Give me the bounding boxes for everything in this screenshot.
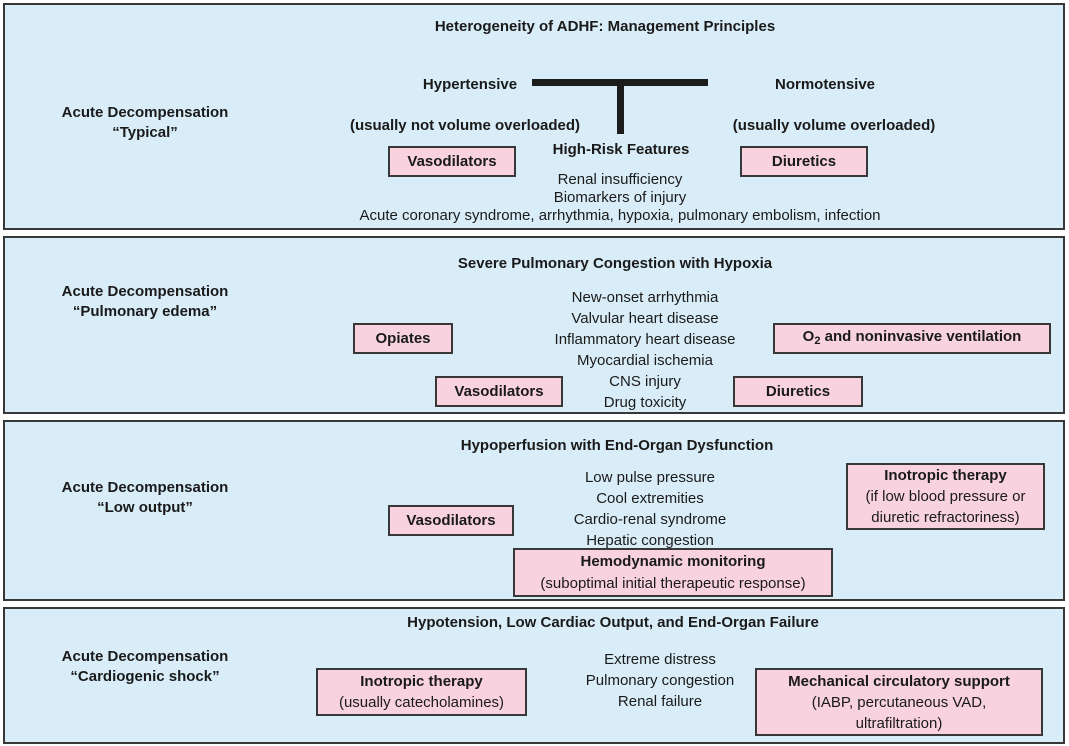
high-risk-list: Renal insufficiency Biomarkers of injury… [170,171,1069,225]
normotensive-label: Normotensive [774,76,876,93]
oxygen-ventilation-box: O2 and noninvasive ventilation [773,323,1051,354]
diuretics-box: Diuretics [740,146,868,177]
symptom-list: New-onset arrhythmia Valvular heart dise… [495,287,795,413]
symptom-item: CNS injury [609,373,681,390]
left-label-line1: Acute Decompensation [61,648,229,665]
box-title: Inotropic therapy [360,673,483,690]
panel-title: Hypotension, Low Cardiac Output, and End… [407,614,819,631]
left-label-pulmonary-edema: Acute Decompensation “Pulmonary edema” [25,282,265,322]
left-label-line2: “Pulmonary edema” [72,303,218,320]
left-label-line1: Acute Decompensation [61,479,229,496]
box-subline: diuretic refractoriness) [871,509,1020,526]
panel-title: Hypoperfusion with End-Organ Dysfunction [460,437,774,454]
left-label-cardiogenic-shock: Acute Decompensation “Cardiogenic shock” [25,647,265,687]
high-risk-item: Renal insufficiency [557,171,683,188]
box-subline: ultrafiltration) [855,714,943,732]
subscript-2: 2 [814,334,821,347]
opiates-box: Opiates [353,323,453,354]
mechanical-support-box: Mechanical circulatory support (IABP, pe… [755,668,1043,736]
vasodilators-box: Vasodilators [435,376,563,407]
symptom-item: Inflammatory heart disease [554,331,736,348]
hypertensive-note: (usually not volume overloaded) [349,117,581,134]
symptom-item: Valvular heart disease [571,310,719,327]
panel-pulmonary-edema: Severe Pulmonary Congestion with Hypoxia… [3,236,1065,414]
symptom-list: Low pulse pressure Cool extremities Card… [500,467,800,551]
vasodilators-box: Vasodilators [388,146,516,177]
high-risk-heading: High-Risk Features [552,141,690,158]
panel-title: Heterogeneity of ADHF: Management Princi… [434,18,776,35]
panel-title: Severe Pulmonary Congestion with Hypoxia [457,255,773,272]
hypertensive-label: Hypertensive [422,76,518,93]
symptom-item: Cardio-renal syndrome [573,511,727,528]
left-label-line2: “Typical” [112,124,178,141]
high-risk-item: Acute coronary syndrome, arrhythmia, hyp… [359,207,881,224]
left-label-line2: “Low output” [97,499,193,516]
normotensive-note: (usually volume overloaded) [732,117,936,134]
box-subline: (suboptimal initial therapeutic response… [540,574,806,592]
symptom-item: Extreme distress [604,651,716,668]
symptom-item: Pulmonary congestion [585,672,735,689]
oxygen-ventilation-label: O2 and noninvasive ventilation [802,327,1022,347]
t-connector-vertical [617,79,624,134]
box-title: Mechanical circulatory support [788,672,1010,690]
symptom-item: Renal failure [617,693,703,710]
symptom-list: Extreme distress Pulmonary congestion Re… [510,649,810,712]
symptom-item: Myocardial ischemia [577,352,713,369]
panel-low-output: Hypoperfusion with End-Organ Dysfunction… [3,420,1065,601]
symptom-item: Hepatic congestion [586,532,714,549]
symptom-item: Drug toxicity [603,394,687,411]
symptom-item: New-onset arrhythmia [571,289,719,306]
hemodynamic-monitoring-box: Hemodynamic monitoring (suboptimal initi… [513,548,833,597]
box-title: Hemodynamic monitoring [580,552,766,570]
box-subline: (usually catecholamines) [338,694,505,711]
high-risk-item: Biomarkers of injury [553,189,687,206]
left-label-line1: Acute Decompensation [61,283,229,300]
left-label-typical: Acute Decompensation “Typical” [25,103,265,143]
panel-typical: Heterogeneity of ADHF: Management Princi… [3,3,1065,230]
inotropic-therapy-box: Inotropic therapy (if low blood pressure… [846,463,1045,530]
left-label-low-output: Acute Decompensation “Low output” [25,478,265,518]
inotropic-therapy-box: Inotropic therapy (usually catecholamine… [316,668,527,716]
left-label-line1: Acute Decompensation [61,104,229,121]
symptom-item: Cool extremities [596,490,704,507]
box-subline: (if low blood pressure or [865,488,1026,505]
vasodilators-box: Vasodilators [388,505,514,536]
panel-cardiogenic-shock: Hypotension, Low Cardiac Output, and End… [3,607,1065,744]
box-title: Inotropic therapy [884,467,1007,484]
left-label-line2: “Cardiogenic shock” [70,668,220,685]
diuretics-box: Diuretics [733,376,863,407]
box-subline: (IABP, percutaneous VAD, [811,693,987,711]
symptom-item: Low pulse pressure [584,469,716,486]
